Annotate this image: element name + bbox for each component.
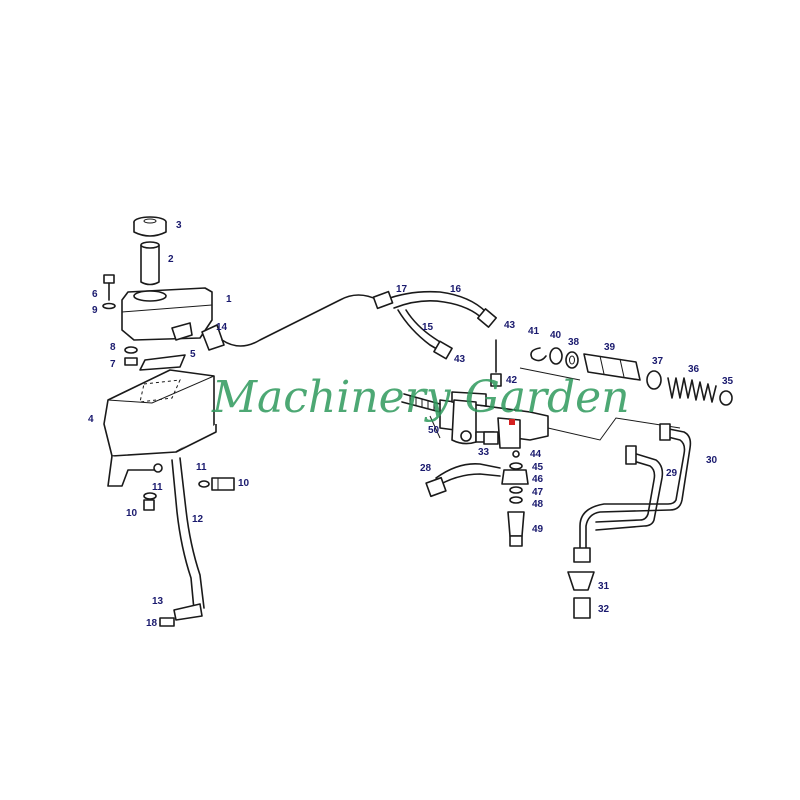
hose-16	[372, 290, 498, 328]
callout-28: 28	[420, 463, 432, 474]
callout-17: 17	[396, 284, 408, 295]
gasket-5	[139, 354, 186, 371]
callout-40: 40	[550, 330, 562, 341]
pedal-pad-13	[159, 603, 203, 627]
cap-35	[719, 390, 733, 406]
callout-1: 1	[226, 294, 232, 305]
callout-50: 50	[428, 425, 440, 436]
pedal-bracket	[103, 369, 217, 487]
callout-5: 5	[190, 349, 196, 360]
callout-11-lower: 11	[152, 482, 163, 493]
washer-40	[549, 347, 563, 365]
reservoir-bolt	[102, 274, 116, 310]
pipe-30	[579, 423, 692, 551]
fitting-32	[573, 597, 591, 619]
callout-36: 36	[688, 364, 700, 375]
reservoir-nut	[124, 346, 138, 366]
callout-46: 46	[532, 474, 544, 485]
reservoir-filter	[140, 241, 160, 286]
callout-48: 48	[532, 499, 544, 510]
callout-38: 38	[568, 337, 580, 348]
callout-12: 12	[192, 514, 204, 525]
callout-3: 3	[176, 220, 182, 231]
callout-10-right: 10	[238, 478, 250, 489]
hose-15	[397, 309, 453, 360]
callout-43-left: 43	[454, 354, 466, 365]
callout-35: 35	[722, 376, 734, 387]
fitting-42	[490, 339, 502, 387]
reservoir-cap	[133, 216, 167, 237]
pedal-lever	[171, 457, 205, 611]
marker-square	[509, 419, 515, 425]
callout-33: 33	[478, 447, 490, 458]
callout-15: 15	[422, 322, 434, 333]
seal-37	[646, 370, 662, 390]
hose-14	[201, 294, 379, 351]
callout-49: 49	[532, 524, 544, 535]
fitting-44-48	[501, 450, 529, 504]
seal-38	[565, 351, 579, 369]
callout-18: 18	[146, 618, 158, 629]
spring-36	[667, 377, 717, 403]
callout-9: 9	[92, 305, 98, 316]
callout-10-lower: 10	[126, 508, 138, 519]
callout-37: 37	[652, 356, 664, 367]
callout-16: 16	[450, 284, 462, 295]
lower-screw-10	[143, 492, 157, 511]
callout-11-upper: 11	[196, 462, 207, 473]
callout-43-right: 43	[504, 320, 516, 331]
callout-31: 31	[598, 581, 610, 592]
pipe-29	[595, 445, 664, 531]
dashed-guide	[429, 367, 681, 441]
callout-6: 6	[92, 289, 98, 300]
switch-49	[507, 511, 525, 547]
callout-2: 2	[168, 254, 174, 265]
hose-28	[425, 462, 501, 498]
callout-4: 4	[88, 414, 94, 425]
pushrod-50	[401, 393, 441, 413]
callout-39: 39	[604, 342, 616, 353]
pedal-bolt-10	[198, 477, 235, 491]
fitting-31	[567, 547, 595, 591]
callout-47: 47	[532, 487, 544, 498]
callout-32: 32	[598, 604, 610, 615]
banjo-bolt-33	[483, 431, 499, 445]
piston-39	[583, 353, 641, 381]
watermark: Machinery Garden	[211, 372, 630, 423]
callout-42: 42	[506, 375, 518, 386]
callout-45: 45	[532, 462, 544, 473]
callout-44: 44	[530, 449, 542, 460]
fluid-reservoir	[121, 287, 213, 341]
callout-41: 41	[528, 326, 540, 337]
snap-ring-41	[530, 347, 547, 362]
callout-29: 29	[666, 468, 678, 479]
callout-13: 13	[152, 596, 164, 607]
callout-8: 8	[110, 342, 116, 353]
callout-7: 7	[110, 359, 116, 370]
callout-14: 14	[216, 322, 228, 333]
callout-30: 30	[706, 455, 718, 466]
